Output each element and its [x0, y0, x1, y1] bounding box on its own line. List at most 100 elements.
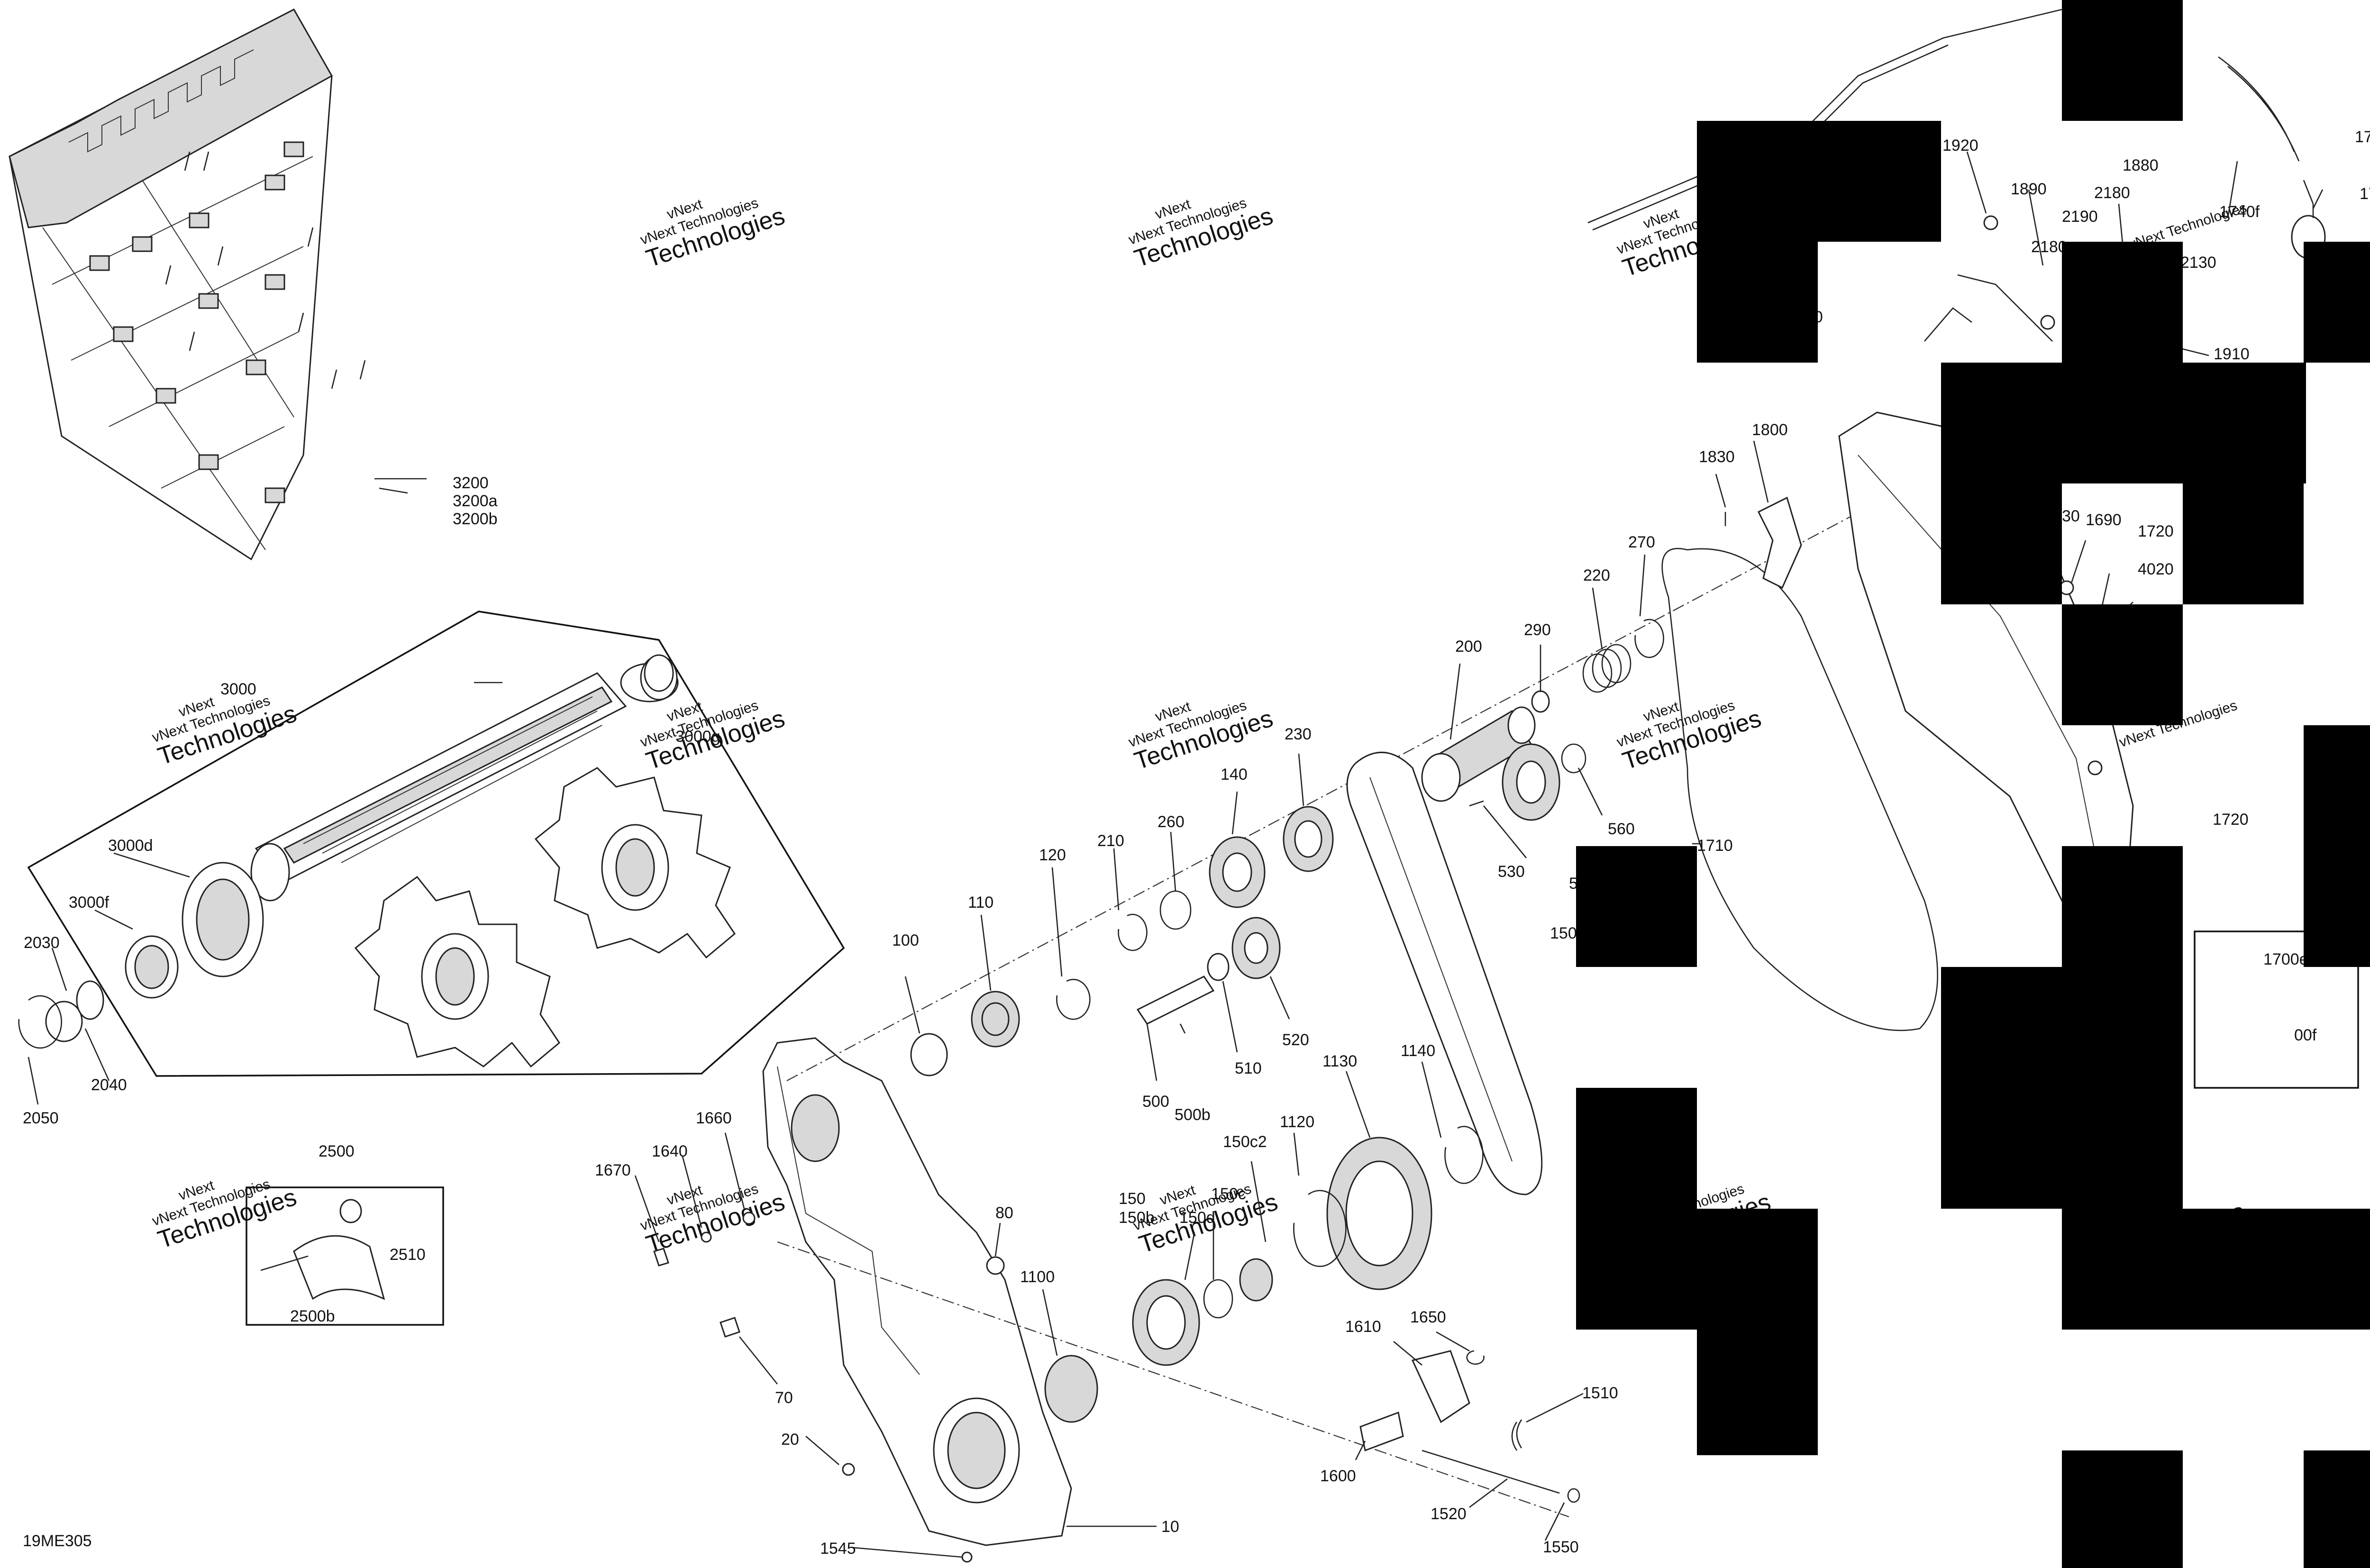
washer-2030: [76, 980, 104, 1020]
callout-1670: 1670: [595, 1161, 631, 1179]
callout-2030: 2030: [24, 934, 60, 952]
pin-500b: [1179, 1023, 1186, 1034]
redaction-block: [1576, 846, 1697, 967]
brake-kit: [246, 1186, 444, 1326]
callout-1740b: 1740b: [2355, 128, 2370, 146]
callout-1520: 1520: [1431, 1505, 1467, 1523]
callout-2190: 2190: [2062, 208, 2098, 226]
callout-1130: 1130: [1322, 1052, 1357, 1070]
bearing-3000f: [125, 935, 179, 999]
clip-1650: [1466, 1350, 1485, 1365]
washer-260: [1159, 890, 1192, 930]
kit-frame-1700: [2194, 930, 2359, 1089]
bearing-150c: [1239, 1258, 1273, 1302]
spring-220: [1582, 644, 1632, 693]
circlip-1140: [1444, 1126, 1484, 1184]
callout-530: 530: [1498, 863, 1525, 881]
callout-1740a: 1740a: [2360, 185, 2370, 203]
callout-1140: 1140: [1401, 1042, 1435, 1060]
bushing-1600: [1359, 1411, 1404, 1452]
gear-520: [1231, 917, 1281, 979]
drive-sprocket-rear: [534, 767, 736, 959]
callout-fragment-150: 150: [1550, 924, 1577, 942]
drive-sprocket-front: [354, 875, 560, 1068]
callout-10: 10: [1161, 1518, 1179, 1536]
redaction-block: [1941, 363, 2306, 483]
spring-clip-2510: [339, 1199, 362, 1223]
callout-290: 290: [1524, 621, 1551, 639]
bolt-1690: [2059, 580, 2074, 595]
callout-2180b: 2180: [2031, 238, 2067, 256]
callout-500: 500: [1142, 1093, 1169, 1111]
figure-code: 19ME305: [23, 1532, 92, 1550]
ring-150d: [1203, 1279, 1233, 1319]
callout-230: 230: [1285, 725, 1312, 743]
callout-1710: 1710: [1697, 837, 1733, 855]
washer-510: [1207, 953, 1230, 981]
callout-1650: 1650: [1410, 1308, 1446, 1326]
pin-2500b: [260, 1255, 309, 1271]
sprocket-shaft-200: [1421, 706, 1536, 802]
bolt-1670: [653, 1248, 669, 1267]
cleat-studs: [89, 141, 304, 503]
callout-1700f: 00f: [2294, 1026, 2317, 1044]
drive-axle-kit: [27, 611, 845, 1077]
callout-3000g: 3000g: [675, 728, 720, 746]
upper-right-assembly: [1587, 9, 2359, 1089]
callout-140: 140: [1221, 766, 1248, 784]
redaction-block: [1697, 121, 1941, 242]
redaction-block: [2062, 1450, 2183, 1568]
callout-150c2: 150c2: [1223, 1133, 1267, 1151]
callout-2130: 2130: [2180, 254, 2216, 272]
callout-1660: 1660: [696, 1109, 732, 1127]
drive-chain-1710: [1661, 547, 1938, 1031]
cotter-1510: [1511, 1419, 1522, 1451]
redaction-block: [2183, 483, 2304, 604]
hose-vent: [2218, 56, 2295, 152]
callout-1510: 1510: [1582, 1384, 1618, 1402]
callout-1545: 1545: [820, 1540, 856, 1558]
washer-290: [1531, 690, 1550, 713]
redaction-blocks: [1576, 0, 2370, 1568]
callout-1880: 1880: [2123, 156, 2159, 174]
ring-1550: [1567, 1488, 1580, 1503]
pin-530: [1469, 800, 1484, 807]
bolt-1920: [1983, 215, 1998, 230]
callout-1610: 1610: [1345, 1318, 1381, 1336]
redaction-block: [2183, 1209, 2370, 1330]
washer-1640: [701, 1231, 712, 1243]
bolt-70: [720, 1317, 740, 1338]
callout-3000f: 3000f: [69, 893, 109, 912]
nut-2180: [2040, 315, 2055, 330]
callout-110: 110: [968, 893, 994, 912]
lever-1890: [1957, 274, 2053, 342]
callout-150d: 150d: [1179, 1209, 1215, 1227]
callout-210: 210: [1097, 832, 1124, 850]
callout-2180: 2180: [2094, 184, 2130, 202]
callout-fragment-5: 5: [1569, 875, 1578, 893]
callout-2500b: 2500b: [290, 1307, 335, 1325]
shaft-parts: [653, 417, 2039, 1563]
circlip-2050: [18, 995, 62, 1049]
callout-560: 560: [1608, 820, 1635, 838]
callout-fragment-30: 30: [2062, 507, 2080, 525]
center-line-top: [786, 417, 2039, 1081]
callout-500b: 500b: [1175, 1106, 1211, 1124]
callout-150: 150: [1119, 1190, 1146, 1208]
nut-80: [986, 1256, 1005, 1275]
axle-flange-3000d: [182, 862, 264, 977]
circlip-1120: [1293, 1190, 1347, 1267]
callout-1720b: 1720: [2213, 811, 2249, 829]
callout-2040: 2040: [91, 1076, 127, 1094]
callout-3200: 3200: [453, 474, 489, 492]
fasteners: [653, 1212, 1005, 1563]
callout-4020: 4020: [2138, 560, 2174, 578]
seal-100: [910, 1033, 948, 1076]
callout-1600: 1600: [1320, 1467, 1356, 1485]
nut-2040: [45, 1001, 83, 1042]
brake-kit-frame: [246, 1186, 444, 1326]
nut-1660: [742, 1212, 756, 1225]
gear-540: [1502, 743, 1560, 821]
callout-numbers: 3200 3200a 3200b 3000 3000g 3000d 3000f …: [23, 128, 2370, 1558]
redaction-block: [2304, 242, 2370, 363]
